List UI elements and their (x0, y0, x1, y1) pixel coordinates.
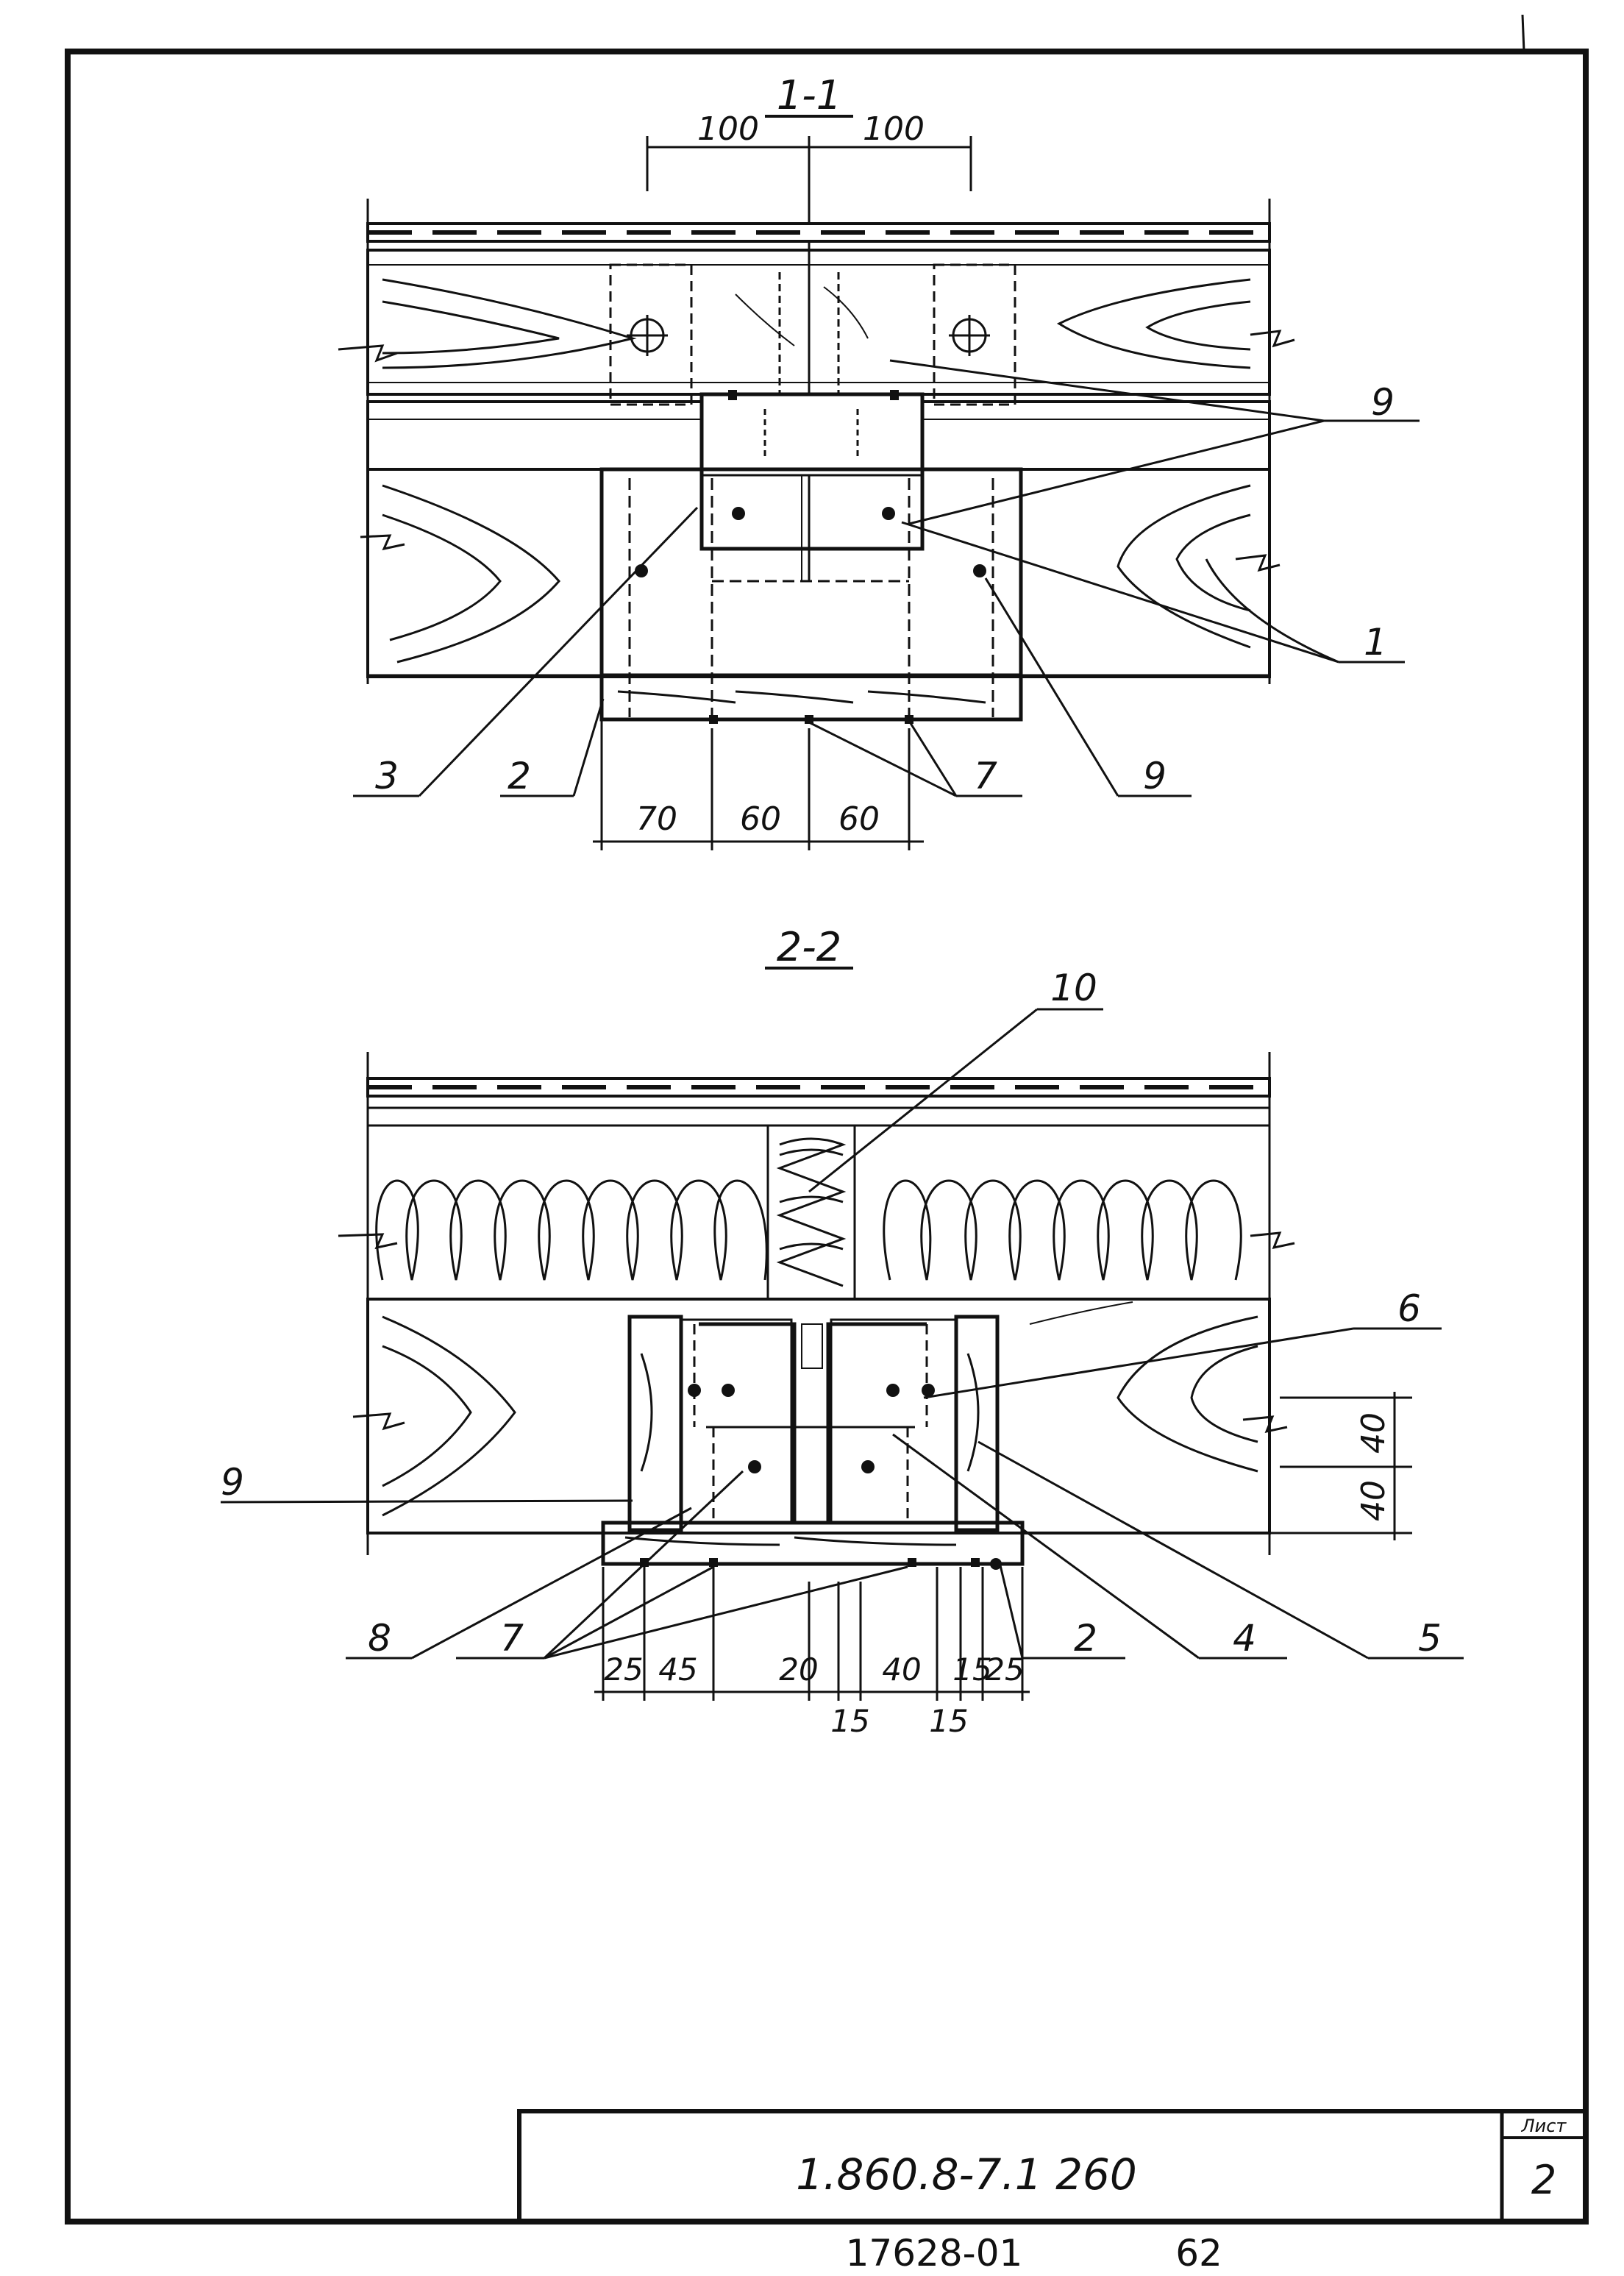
section-2-dim-right-40-top: 40 (1355, 1412, 1392, 1454)
sheet-frame (65, 14, 1589, 2225)
section-1-callout-7: 7 (974, 755, 997, 797)
section-2-roofing-layer (366, 1077, 1271, 1126)
section-1-callout-9-upper: 9 (1371, 381, 1395, 424)
section-1-bottom-dimension (593, 721, 924, 850)
section-2-callout-2: 2 (1074, 1617, 1097, 1660)
section-1-middle-layer (366, 392, 1271, 551)
section-2-dim-25-left: 25 (604, 1651, 643, 1688)
section-2-callout-7: 7 (500, 1617, 524, 1660)
section-2-callout-5: 5 (1418, 1617, 1442, 1660)
section-1-upper-deck-board (366, 249, 1271, 396)
bolt-icon-2 (949, 315, 990, 356)
section-2-callout-10: 10 (1050, 967, 1097, 1009)
section-1-callout-9-lower: 9 (1143, 755, 1167, 797)
section-2-bottom-dimension (594, 1567, 1030, 1701)
section-1-bolt-dots (635, 390, 986, 724)
section-1-break-marks (338, 199, 1295, 684)
section-2-dim-25-right: 25 (985, 1651, 1024, 1688)
section-2-bracket-assembly (601, 1315, 1269, 1566)
section-2-insulation-layer (366, 1124, 1271, 1301)
section-2-dim-45: 45 (658, 1651, 697, 1688)
section-2-break-marks (338, 1052, 1295, 1555)
section-2-bolt-dots (640, 1384, 1002, 1570)
section-2-dim-15-low-right: 15 (929, 1703, 968, 1739)
section-1-title: 1-1 (777, 72, 841, 118)
archive-number: 17628-01 (846, 2232, 1023, 2275)
section-2-dim-15: 15 (952, 1651, 991, 1688)
section-1-leader-lines (353, 359, 1420, 797)
section-1-dim-60-right: 60 (838, 800, 880, 838)
section-1-callout-3: 3 (375, 755, 399, 797)
section-2-callout-4: 4 (1233, 1617, 1256, 1660)
section-2-2: 2-2 (220, 924, 1464, 1739)
section-2-leader-lines (220, 1008, 1464, 1660)
section-2-dim-15-low-left: 15 (830, 1703, 869, 1739)
section-1-dim-70: 70 (636, 800, 677, 838)
section-1-dim-100-right: 100 (863, 110, 925, 148)
section-2-callout-6: 6 (1397, 1287, 1421, 1330)
section-2-dim-right-40-bottom: 40 (1355, 1480, 1392, 1521)
title-block (517, 2109, 1588, 2224)
section-1-upper-plates (609, 263, 1016, 406)
section-2-title: 2-2 (777, 924, 841, 970)
sheet-label: Лист (1521, 2116, 1567, 2136)
section-1-1: 1-1 100 100 (338, 72, 1420, 850)
section-2-dim-40: 40 (882, 1651, 921, 1688)
section-2-callout-9: 9 (221, 1461, 244, 1504)
section-1-callout-2: 2 (508, 755, 531, 797)
section-1-callout-1: 1 (1364, 621, 1387, 664)
section-1-dim-100-left: 100 (697, 110, 759, 148)
bolt-icon-1 (627, 315, 668, 356)
sheet-number: 2 (1531, 2157, 1556, 2203)
section-1-roofing-layer (366, 222, 1271, 243)
section-2-lower-beam (366, 1298, 1271, 1534)
section-2-dim-20: 20 (779, 1651, 818, 1688)
page-number: 62 (1175, 2232, 1222, 2275)
section-2-callout-8: 8 (368, 1617, 391, 1660)
section-1-dim-60-left: 60 (740, 800, 781, 838)
section-2-right-dimension (1269, 1392, 1412, 1540)
document-code: 1.860.8-7.1 260 (796, 2149, 1137, 2199)
section-1-top-dimension (646, 136, 972, 412)
